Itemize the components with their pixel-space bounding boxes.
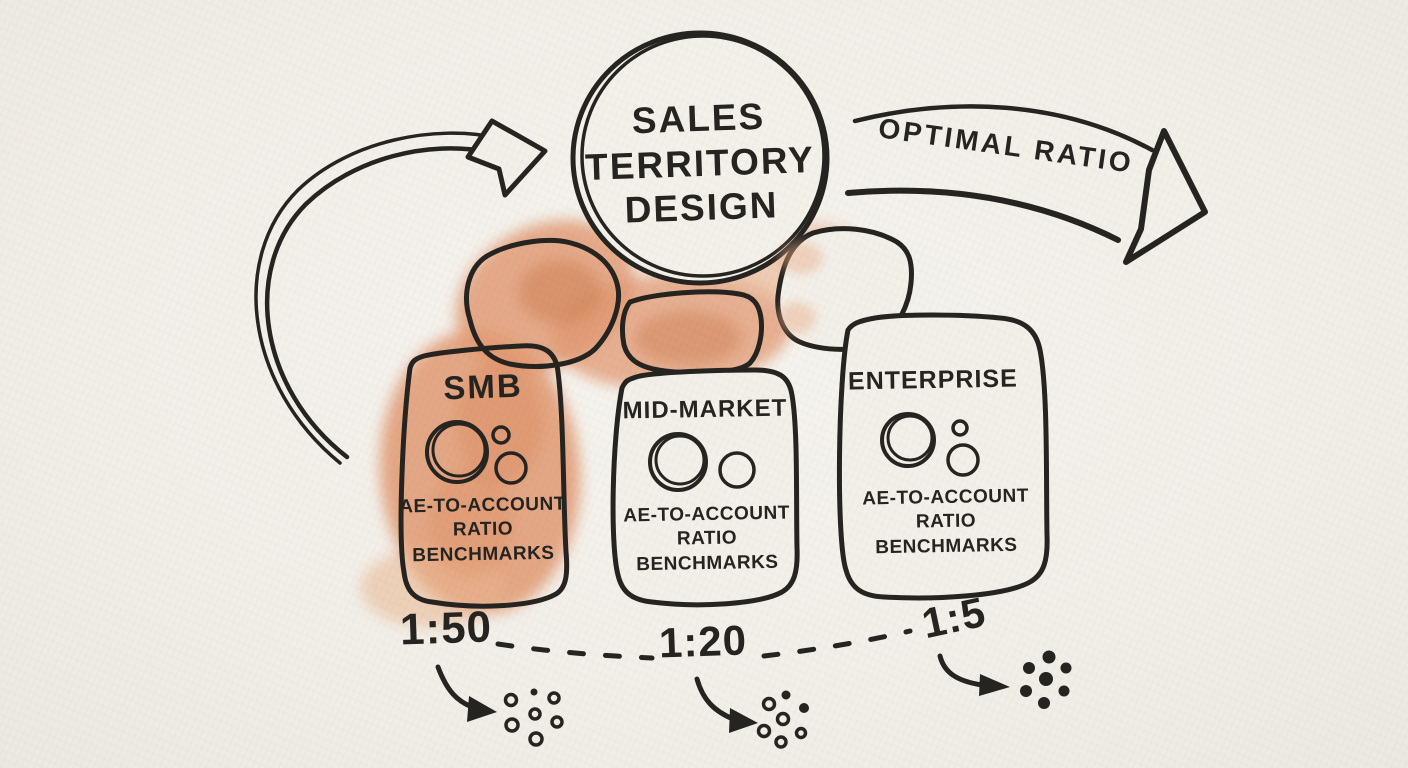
mid-market-segment-title: MID-MARKET xyxy=(622,394,788,425)
smb-benchmark-line-3: BENCHMARKS xyxy=(412,542,555,566)
mid-market-down-arrow xyxy=(694,676,736,722)
enterprise-dot-cluster xyxy=(1020,650,1072,709)
ent-benchmark-line-1: AE-TO-ACCOUNT xyxy=(862,485,1030,510)
left-curved-arrow xyxy=(254,118,548,465)
mid-benchmark-line-2: RATIO xyxy=(676,527,738,550)
mid-benchmark-line-1: AE-TO-ACCOUNT xyxy=(623,502,791,527)
enterprise-bubbles xyxy=(880,412,980,477)
central-topic-circle xyxy=(570,30,830,286)
title-line-1: SALES xyxy=(631,95,766,142)
smb-dot-cluster xyxy=(503,688,564,747)
smb-benchmark-line-2: RATIO xyxy=(452,518,514,541)
enterprise-benchmark-label: AE-TO-ACCOUNT RATIO BENCHMARKS xyxy=(847,484,1044,560)
central-topic-title: SALES TERRITORY DESIGN xyxy=(548,91,853,237)
smb-ratio-value: 1:50 xyxy=(399,602,493,655)
mid-market-card-outline xyxy=(610,367,800,608)
segment-cards xyxy=(398,312,1050,609)
enterprise-segment-title: ENTERPRISE xyxy=(847,364,1018,396)
ratio-down-arrowheads xyxy=(467,674,1010,733)
smb-bubbles xyxy=(425,420,528,485)
petal-middle xyxy=(619,289,764,376)
title-line-2: TERRITORY xyxy=(584,138,816,188)
smb-down-arrow xyxy=(435,664,475,710)
mid-market-ratio-value: 1:20 xyxy=(658,616,748,667)
mid-market-bubbles xyxy=(648,432,756,492)
smb-benchmark-line-1: AE-TO-ACCOUNT xyxy=(399,493,567,518)
ratio-dashed-connectors xyxy=(495,628,913,661)
petal-left xyxy=(464,238,622,369)
mid-market-benchmark-label: AE-TO-ACCOUNT RATIO BENCHMARKS xyxy=(611,501,802,577)
title-line-3: DESIGN xyxy=(623,184,780,231)
mid-market-dot-cluster xyxy=(756,690,809,749)
mid-benchmark-line-3: BENCHMARKS xyxy=(636,551,779,575)
smb-benchmark-label: AE-TO-ACCOUNT RATIO BENCHMARKS xyxy=(387,492,578,568)
enterprise-card-outline xyxy=(836,312,1050,601)
smb-segment-title: SMB xyxy=(442,366,524,407)
ent-benchmark-line-3: BENCHMARKS xyxy=(875,534,1018,558)
ent-benchmark-line-2: RATIO xyxy=(915,510,977,533)
smb-card-outline xyxy=(398,343,570,609)
enterprise-down-arrow xyxy=(937,653,985,688)
optimal-ratio-arrow xyxy=(845,104,1208,265)
petal-right-tint xyxy=(776,242,823,334)
